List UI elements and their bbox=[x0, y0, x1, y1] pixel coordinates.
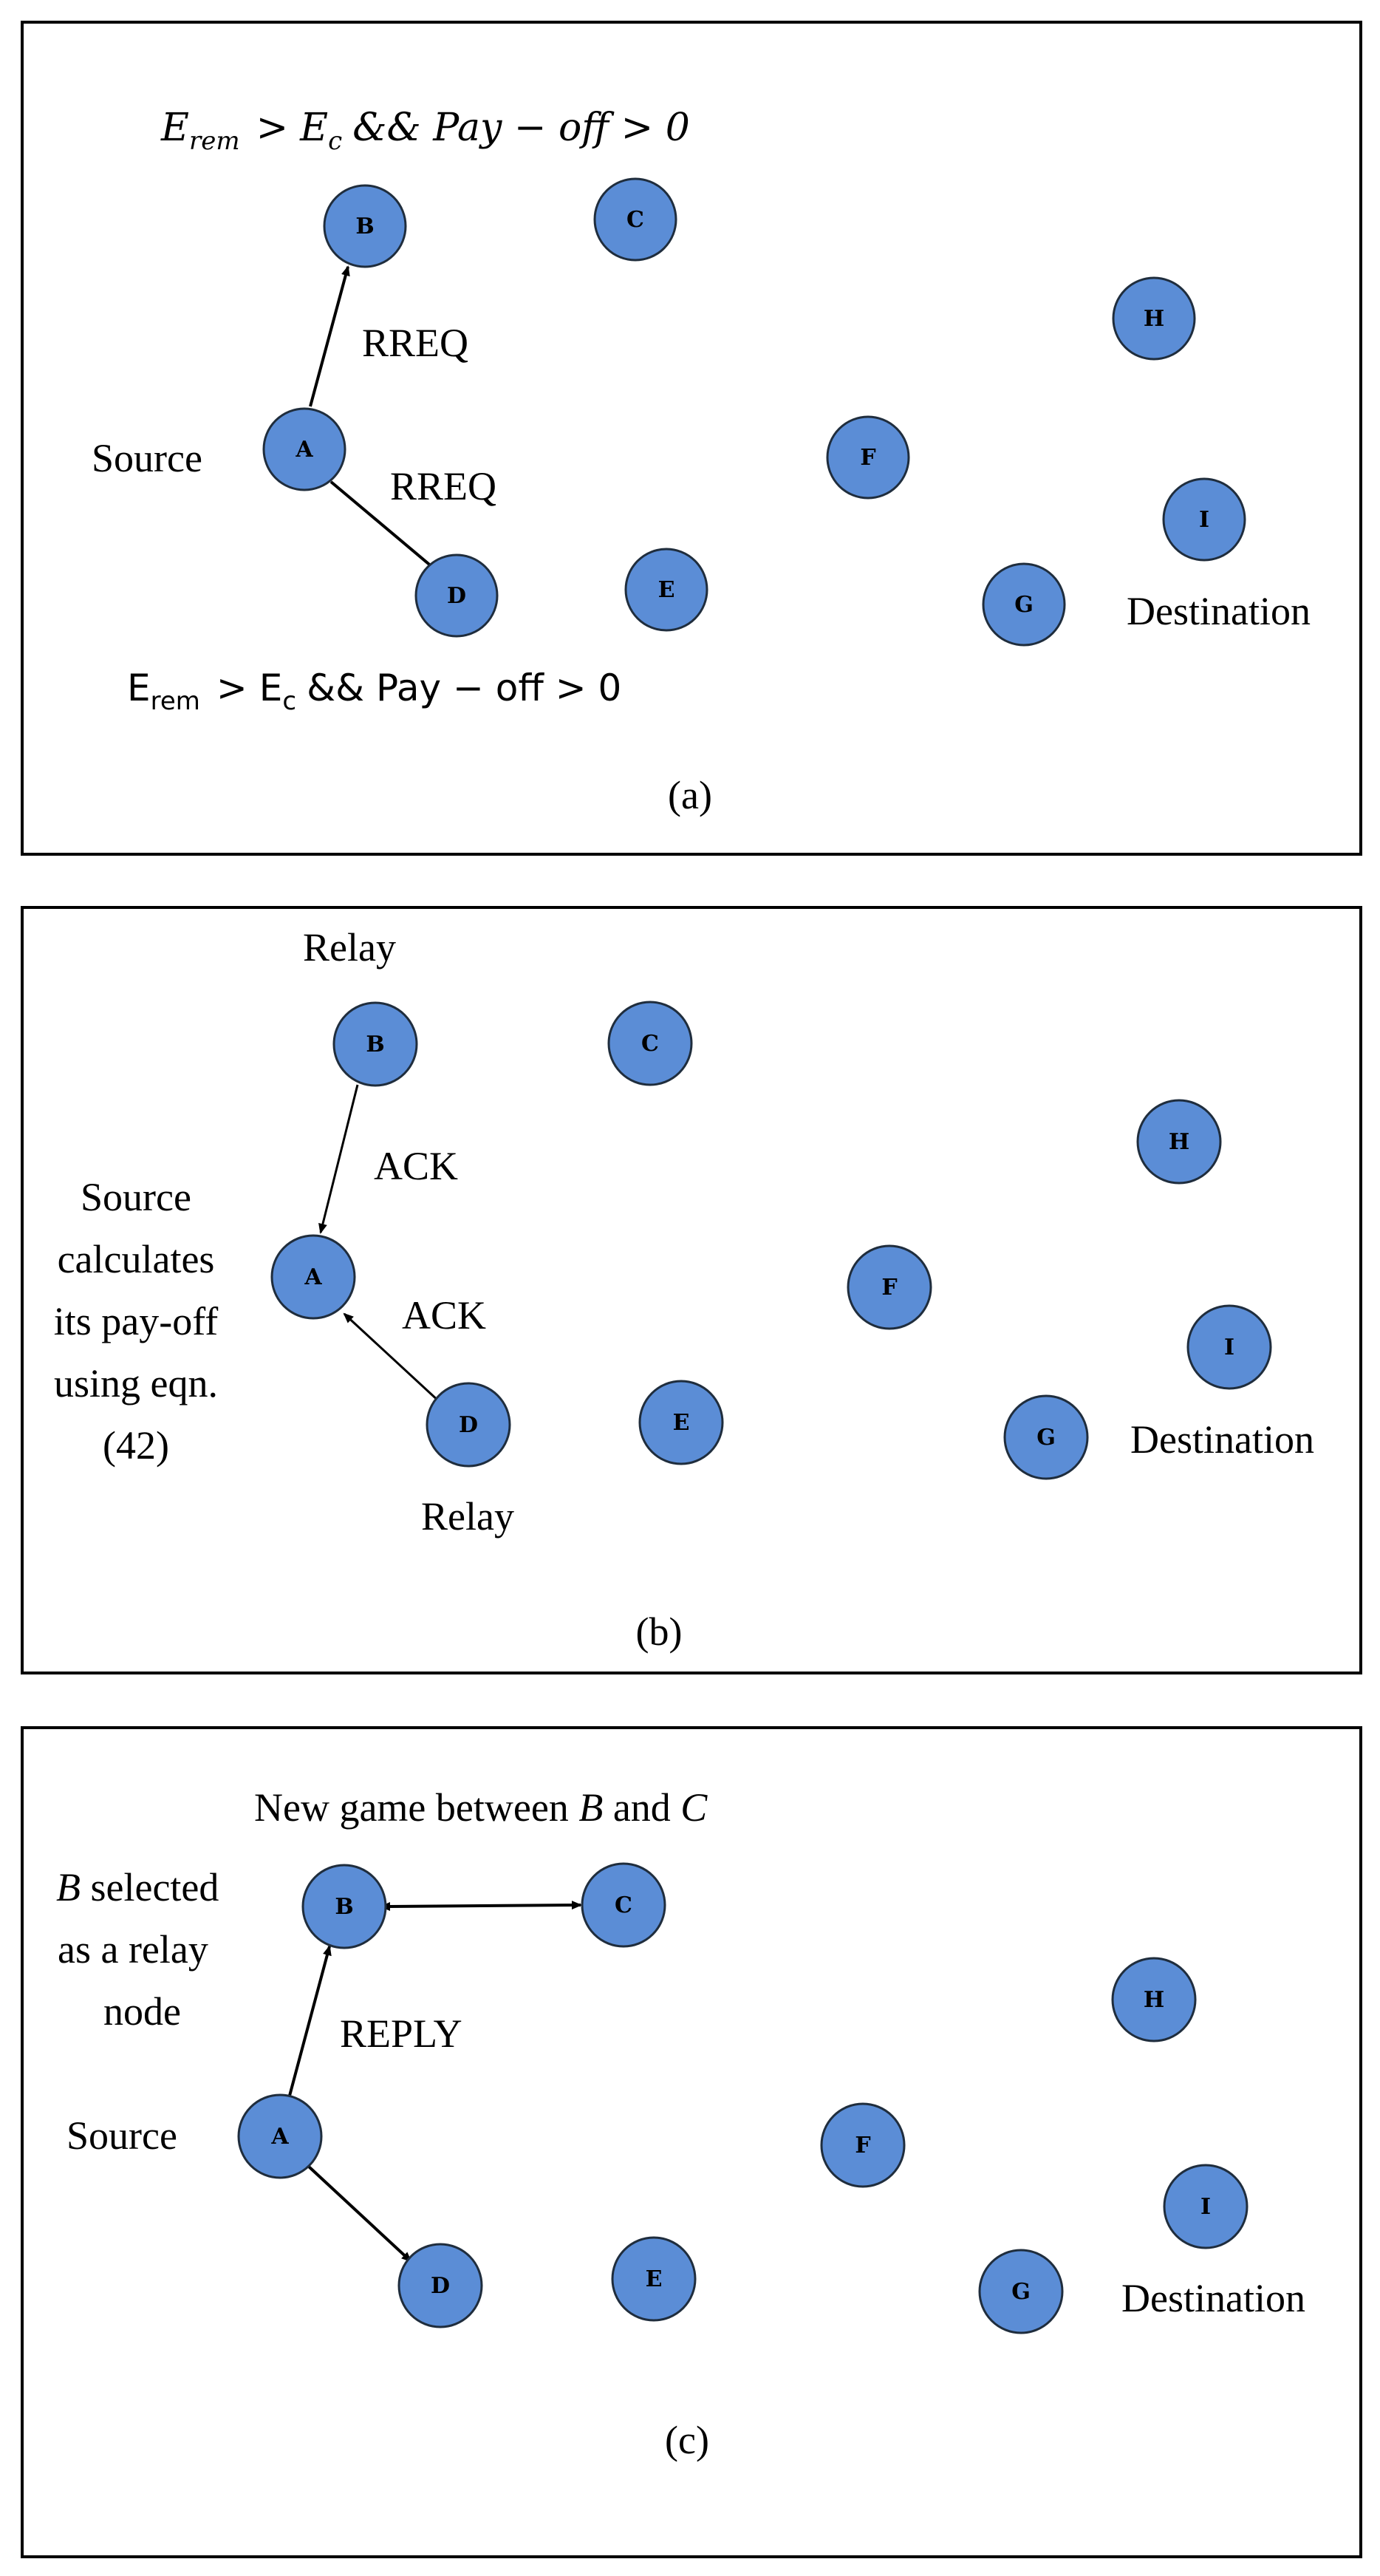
svg-text:I: I bbox=[1224, 1335, 1234, 1360]
node-c: C bbox=[593, 177, 677, 262]
svg-text:calculates: calculates bbox=[58, 1237, 215, 1281]
node-a: A bbox=[270, 1234, 356, 1320]
node-g: G bbox=[978, 2249, 1064, 2334]
svg-text:G: G bbox=[1011, 2279, 1031, 2305]
svg-text:G: G bbox=[1014, 592, 1034, 618]
node-f: F bbox=[820, 2102, 906, 2188]
svg-text:G: G bbox=[1036, 1425, 1056, 1451]
relay-label-bottom: Relay bbox=[421, 1494, 514, 1539]
svg-text:F: F bbox=[881, 1275, 897, 1301]
node-d: D bbox=[426, 1382, 511, 1468]
edge-label-rreq-ad: RREQ bbox=[390, 464, 496, 508]
destination-label: Destination bbox=[1127, 589, 1311, 633]
node-f: F bbox=[847, 1244, 932, 1330]
node-g: G bbox=[982, 562, 1066, 647]
node-h: H bbox=[1136, 1099, 1222, 1185]
svg-text:B: B bbox=[335, 1894, 353, 1920]
node-d: D bbox=[414, 553, 499, 638]
svg-text:B: B bbox=[366, 1032, 384, 1057]
svg-text:E: E bbox=[646, 2266, 663, 2292]
svg-text:C: C bbox=[626, 207, 644, 233]
edge-a-to-d bbox=[307, 2165, 412, 2263]
node-e: E bbox=[611, 2236, 697, 2322]
destination-label: Destination bbox=[1121, 2276, 1305, 2320]
svg-text:as a relay: as a relay bbox=[58, 1927, 208, 1972]
game-label: New game between B and C bbox=[254, 1785, 708, 1830]
node-e: E bbox=[638, 1380, 724, 1465]
condition-top: Erem>Ec&& Pay − off > 0 bbox=[160, 106, 690, 156]
edge-label-reply: REPLY bbox=[340, 2011, 462, 2056]
edge-d-to-a bbox=[343, 1312, 442, 1404]
edge-a-to-d bbox=[329, 480, 439, 573]
node-f: F bbox=[826, 415, 910, 500]
svg-text:A: A bbox=[304, 1264, 322, 1290]
svg-text:I: I bbox=[1200, 2194, 1211, 2220]
svg-text:H: H bbox=[1169, 1129, 1189, 1155]
node-b: B bbox=[323, 184, 407, 268]
svg-text:E: E bbox=[658, 577, 675, 603]
svg-text:its pay-off: its pay-off bbox=[54, 1299, 218, 1343]
node-h: H bbox=[1111, 1957, 1197, 2042]
svg-text:H: H bbox=[1144, 306, 1164, 332]
svg-text:A: A bbox=[270, 2124, 289, 2150]
edge-label-ack-da: ACK bbox=[402, 1293, 486, 1338]
relay-label-top: Relay bbox=[303, 925, 396, 970]
svg-text:E: E bbox=[673, 1410, 690, 1436]
edge-a-to-b bbox=[309, 265, 350, 407]
edge-b-to-a bbox=[318, 1084, 359, 1234]
node-d: D bbox=[397, 2243, 483, 2328]
svg-text:I: I bbox=[1199, 507, 1209, 533]
svg-text:Source: Source bbox=[81, 1175, 191, 1219]
edge-label-rreq-ab: RREQ bbox=[362, 321, 468, 365]
node-c: C bbox=[607, 1001, 693, 1086]
edge-b-c-game bbox=[380, 1901, 582, 1911]
selected-note: B selected as a relay node bbox=[56, 1865, 219, 2034]
node-h: H bbox=[1112, 276, 1196, 361]
svg-text:C: C bbox=[615, 1892, 632, 1918]
node-b: B bbox=[301, 1864, 387, 1949]
condition-bottom: Erem>Ec&& Pay − off > 0 bbox=[127, 667, 621, 716]
svg-text:D: D bbox=[431, 2273, 450, 2299]
edge-a-to-b bbox=[288, 1945, 332, 2096]
source-label: Source bbox=[92, 436, 202, 480]
svg-text:D: D bbox=[447, 583, 466, 609]
panel-a bbox=[21, 21, 1362, 856]
svg-text:H: H bbox=[1144, 1987, 1164, 2013]
source-note: Source calculates its pay-off using eqn.… bbox=[54, 1175, 218, 1468]
node-b: B bbox=[332, 1001, 418, 1087]
svg-text:B selected: B selected bbox=[56, 1865, 219, 1909]
svg-text:D: D bbox=[459, 1412, 478, 1438]
node-i: I bbox=[1162, 477, 1246, 562]
node-i: I bbox=[1163, 2164, 1249, 2249]
node-i: I bbox=[1186, 1304, 1272, 1390]
node-a: A bbox=[237, 2093, 323, 2179]
svg-text:(42): (42) bbox=[103, 1423, 169, 1468]
caption-c: (c) bbox=[665, 2418, 709, 2462]
caption-b: (b) bbox=[636, 1609, 683, 1654]
svg-text:A: A bbox=[295, 437, 313, 463]
destination-label: Destination bbox=[1130, 1417, 1314, 1462]
source-label: Source bbox=[66, 2113, 177, 2158]
edge-label-ack-ba: ACK bbox=[374, 1144, 458, 1188]
node-c: C bbox=[581, 1862, 666, 1948]
svg-text:B: B bbox=[355, 214, 374, 239]
svg-text:C: C bbox=[641, 1031, 659, 1057]
svg-text:node: node bbox=[103, 1989, 181, 2034]
node-a: A bbox=[262, 407, 346, 491]
node-g: G bbox=[1003, 1394, 1089, 1480]
caption-a: (a) bbox=[668, 773, 712, 817]
svg-text:F: F bbox=[855, 2133, 870, 2158]
node-e: E bbox=[624, 548, 708, 632]
svg-text:using eqn.: using eqn. bbox=[54, 1361, 218, 1405]
svg-text:F: F bbox=[860, 445, 875, 471]
